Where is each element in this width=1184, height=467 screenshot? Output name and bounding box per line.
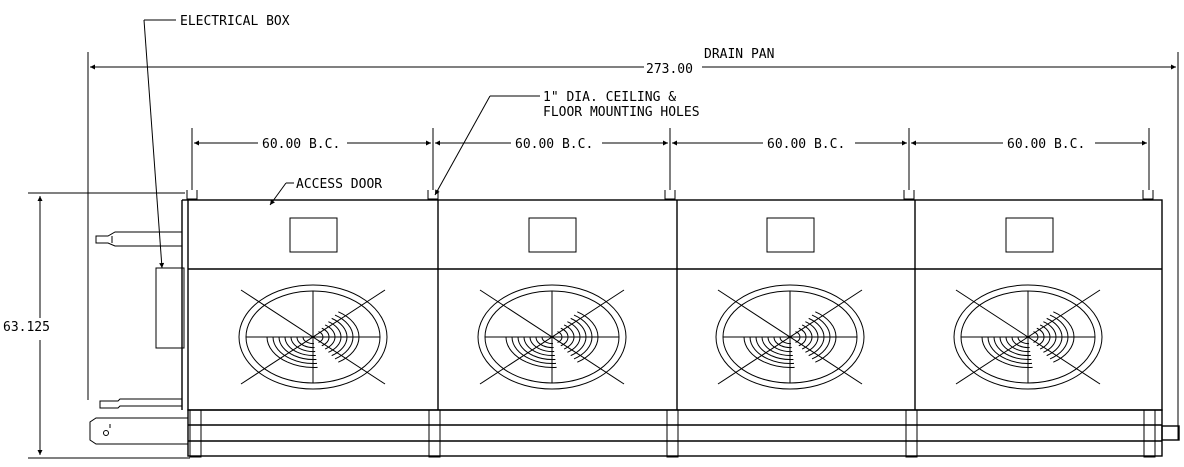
drain-pan — [187, 409, 1180, 457]
access-door-leader — [269, 182, 294, 206]
bolt-center-label-3: 60.00 B.C. — [767, 137, 845, 152]
overall-height-dimension — [28, 192, 190, 459]
drain-fitting-left — [89, 417, 188, 445]
access-door — [1005, 217, 1054, 253]
drain-pan-label: DRAIN PAN — [704, 47, 774, 62]
fan-guard — [238, 284, 388, 390]
fan-guard — [953, 284, 1103, 390]
access-door — [528, 217, 577, 253]
bolt-center-label-2: 60.00 B.C. — [515, 137, 593, 152]
unit-housing — [181, 199, 1163, 411]
mounting-lugs — [186, 190, 1154, 200]
fan-guard — [715, 284, 865, 390]
bolt-center-label-1: 60.00 B.C. — [262, 137, 340, 152]
overall-height-label: 63.125 — [3, 320, 50, 335]
access-door-label: ACCESS DOOR — [296, 177, 382, 192]
access-door — [289, 217, 338, 253]
mounting-holes-label-line1: 1" DIA. CEILING & — [543, 90, 676, 105]
bolt-center-label-4: 60.00 B.C. — [1007, 137, 1085, 152]
bolt-center-dimensions — [191, 128, 1150, 190]
support-legs — [189, 409, 1156, 458]
electrical-box-label: ELECTRICAL BOX — [180, 14, 290, 29]
mounting-holes-leader — [434, 95, 540, 196]
overall-width-dimension — [87, 52, 1179, 440]
fan-group — [238, 284, 1103, 390]
access-door — [766, 217, 815, 253]
mounting-holes-label-line2: FLOOR MOUNTING HOLES — [543, 105, 700, 120]
fan-guard — [477, 284, 627, 390]
electrical-box-leader — [143, 19, 176, 269]
refrigerant-piping — [95, 231, 182, 409]
access-doors — [289, 217, 1054, 253]
electrical-box — [155, 267, 185, 349]
overall-width-label: 273.00 — [646, 62, 693, 77]
